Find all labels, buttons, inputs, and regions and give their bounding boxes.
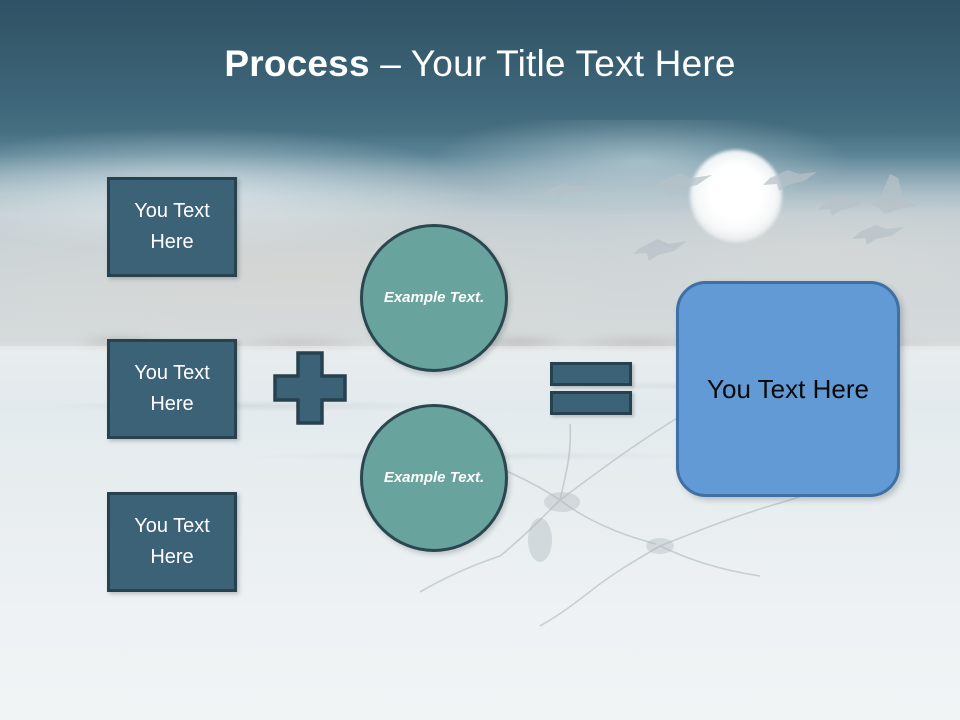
title-strong-part: Process (224, 43, 370, 84)
result-box-label: You Text Here (707, 373, 869, 404)
sun-icon (690, 150, 782, 242)
example-circle-1-label: Example Text. (383, 289, 485, 307)
example-circle-1[interactable]: Example Text. (360, 224, 508, 372)
example-circle-2[interactable]: Example Text. (360, 404, 508, 552)
input-box-2-label: You Text Here (134, 362, 210, 415)
title-rest-part: – Your Title Text Here (369, 43, 736, 84)
input-box-1[interactable]: You Text Here (107, 177, 237, 277)
result-box[interactable]: You Text Here (676, 281, 900, 497)
example-circle-2-label: Example Text. (383, 469, 485, 487)
input-box-3[interactable]: You Text Here (107, 492, 237, 592)
input-box-2[interactable]: You Text Here (107, 339, 237, 439)
equals-icon-bar-bottom (550, 391, 632, 415)
input-box-1-label: You Text Here (134, 200, 210, 253)
slide-title: Process – Your Title Text Here (0, 43, 960, 85)
plus-icon (272, 350, 348, 426)
input-box-3-label: You Text Here (134, 515, 210, 568)
equals-icon-bar-top (550, 362, 632, 386)
